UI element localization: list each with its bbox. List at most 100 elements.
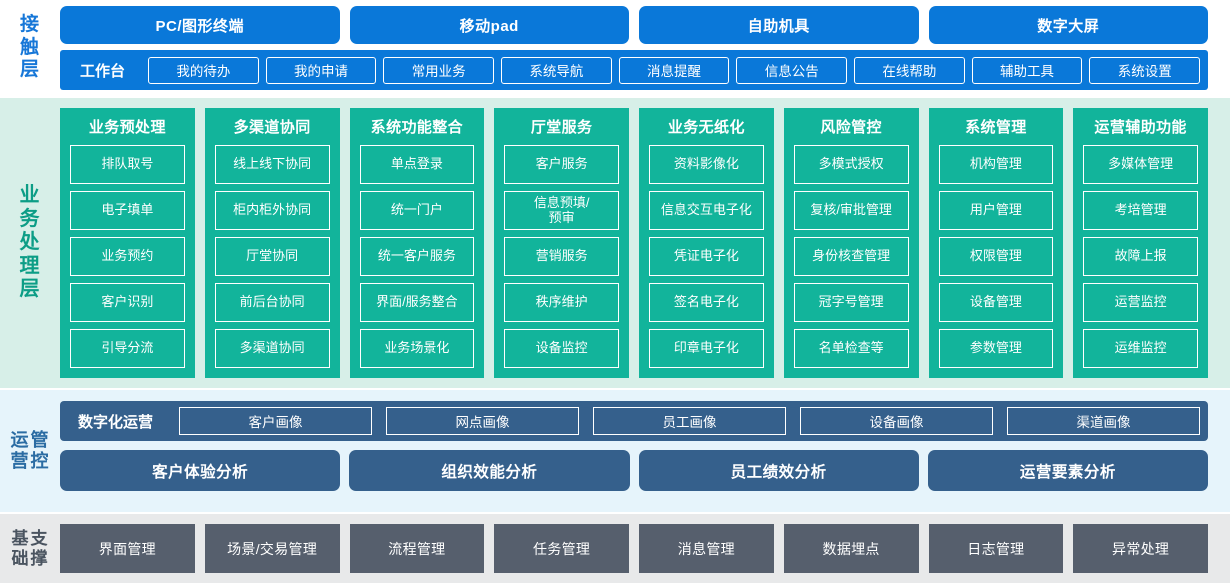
analysis-ops-elements[interactable]: 运营要素分析 [927,450,1208,491]
base-item-exception-handling[interactable]: 异常处理 [1073,524,1208,573]
business-item[interactable]: 客户识别 [70,283,185,322]
business-item[interactable]: 资料影像化 [649,145,764,184]
business-item[interactable]: 故障上报 [1083,237,1198,276]
business-column-items: 资料影像化信息交互电子化凭证电子化签名电子化印章电子化 [649,145,764,368]
business-item[interactable]: 用户管理 [938,191,1054,230]
vertical-label-char: 础 [11,548,30,568]
business-item[interactable]: 印章电子化 [649,329,764,368]
base-item-task-management[interactable]: 任务管理 [494,524,629,573]
workbench-title: 工作台 [80,62,126,80]
vertical-label-char: 务 [19,207,41,230]
business-item[interactable]: 签名电子化 [649,283,764,322]
business-item[interactable]: 机构管理 [938,145,1054,184]
workbench-item-aux-tools[interactable]: 辅助工具 [971,56,1083,84]
business-item[interactable]: 考培管理 [1083,191,1198,230]
vertical-label-char: 运 [10,430,30,451]
portrait-channel[interactable]: 渠道画像 [1007,407,1201,435]
business-item[interactable]: 统一门户 [359,191,475,230]
business-item[interactable]: 权限管理 [938,237,1054,276]
business-item[interactable]: 厅堂协同 [214,237,330,276]
business-item[interactable]: 复核/审批管理 [793,191,909,230]
business-column-title: 风险管控 [820,119,882,136]
contact-layer-section: 接触层 PC/图形终端 移动pad 自助机具 数字大屏 工作台 我的待办 我的申… [0,0,1230,96]
business-item[interactable]: 业务场景化 [359,329,475,368]
business-item[interactable]: 设备管理 [938,283,1054,322]
business-column-title: 多渠道协同 [233,119,311,136]
digital-ops-title: 数字化运营 [78,413,154,431]
business-column: 运营辅助功能多媒体管理考培管理故障上报运营监控运维监控 [1073,108,1208,378]
business-column: 风险管控多模式授权复核/审批管理身份核查管理冠字号管理名单检查等 [783,108,919,378]
portrait-device[interactable]: 设备画像 [800,407,994,435]
business-item[interactable]: 电子填单 [70,191,185,230]
vertical-label-char: 触 [19,36,40,58]
analysis-customer-experience[interactable]: 客户体验分析 [60,450,341,491]
business-item[interactable]: 排队取号 [70,145,185,184]
business-item[interactable]: 冠字号管理 [793,283,909,322]
business-column-title: 运营辅助功能 [1094,119,1187,136]
channel-row: PC/图形终端 移动pad 自助机具 数字大屏 [60,6,1208,44]
base-item-log-management[interactable]: 日志管理 [928,524,1064,573]
workbench-item-message-alert[interactable]: 消息提醒 [618,56,730,84]
workbench-item-my-application[interactable]: 我的申请 [265,56,377,84]
base-item-ui-management[interactable]: 界面管理 [60,524,195,573]
portrait-customer[interactable]: 客户画像 [179,407,373,435]
vertical-label-char: 处 [19,231,41,254]
vertical-label-char: 营 [10,451,30,471]
channel-chip-self-service[interactable]: 自助机具 [639,6,919,44]
business-item[interactable]: 名单检查等 [793,329,909,368]
business-item[interactable]: 单点登录 [359,145,475,184]
business-item[interactable]: 设备监控 [504,329,619,368]
channel-chip-mobile-pad[interactable]: 移动pad [349,6,629,44]
business-column-items: 单点登录统一门户统一客户服务界面/服务整合业务场景化 [359,145,475,368]
business-item[interactable]: 客户服务 [504,145,619,184]
business-column-title: 系统功能整合 [370,119,464,136]
base-layer-section: 基础支撑 界面管理 场景/交易管理 流程管理 任务管理 消息管理 数据埋点 日志… [0,514,1230,583]
business-column-items: 线上线下协同柜内柜外协同厅堂协同前后台协同多渠道协同 [214,145,330,368]
analysis-org-efficiency[interactable]: 组织效能分析 [349,450,630,491]
channel-chip-pc[interactable]: PC/图形终端 [60,6,340,44]
workbench-item-announcement[interactable]: 信息公告 [736,56,848,84]
business-column: 系统管理机构管理用户管理权限管理设备管理参数管理 [928,108,1064,378]
portrait-branch[interactable]: 网点画像 [386,407,580,435]
workbench-bar: 工作台 我的待办 我的申请 常用业务 系统导航 消息提醒 信息公告 在线帮助 辅… [60,50,1208,90]
workbench-item-common-business[interactable]: 常用业务 [383,56,495,84]
business-item[interactable]: 柜内柜外协同 [214,191,330,230]
base-layer-label: 基础支撑 [0,514,60,583]
business-item[interactable]: 界面/服务整合 [359,283,475,322]
business-item[interactable]: 统一客户服务 [359,237,475,276]
business-column-title: 业务预处理 [88,119,166,136]
business-item[interactable]: 凭证电子化 [649,237,764,276]
business-item[interactable]: 前后台协同 [214,283,330,322]
workbench-item-online-help[interactable]: 在线帮助 [854,56,965,84]
ops-layer-label: 运营管控 [0,390,60,512]
business-item[interactable]: 运营监控 [1083,283,1198,322]
business-item[interactable]: 身份核查管理 [793,237,909,276]
business-item[interactable]: 秩序维护 [504,283,619,322]
base-item-message-management[interactable]: 消息管理 [639,524,774,573]
business-item[interactable]: 营销服务 [504,237,619,276]
business-column-title: 厅堂服务 [530,119,593,136]
business-item[interactable]: 线上线下协同 [214,145,330,184]
vertical-label-char: 业 [19,184,41,207]
vertical-label-char: 控 [30,451,50,471]
analysis-employee-performance[interactable]: 员工绩效分析 [638,450,919,491]
portrait-employee[interactable]: 员工画像 [593,407,787,435]
business-item[interactable]: 信息预填/ 预审 [504,191,619,230]
base-item-data-tracking[interactable]: 数据埋点 [783,524,919,573]
business-item[interactable]: 信息交互电子化 [649,191,764,230]
base-item-process-management[interactable]: 流程管理 [349,524,485,573]
business-item[interactable]: 多模式授权 [793,145,909,184]
business-item[interactable]: 多媒体管理 [1083,145,1198,184]
workbench-item-system-settings[interactable]: 系统设置 [1089,56,1201,84]
business-item[interactable]: 业务预约 [70,237,185,276]
business-item[interactable]: 运维监控 [1083,329,1198,368]
base-item-scene-transaction-management[interactable]: 场景/交易管理 [204,524,340,573]
business-item[interactable]: 引导分流 [70,329,185,368]
business-item[interactable]: 多渠道协同 [214,329,330,368]
workbench-item-my-todo[interactable]: 我的待办 [148,56,259,84]
workbench-item-system-nav[interactable]: 系统导航 [501,56,612,84]
channel-chip-digital-screen[interactable]: 数字大屏 [928,6,1208,44]
vertical-label-char: 层 [19,278,41,301]
business-item[interactable]: 参数管理 [938,329,1054,368]
